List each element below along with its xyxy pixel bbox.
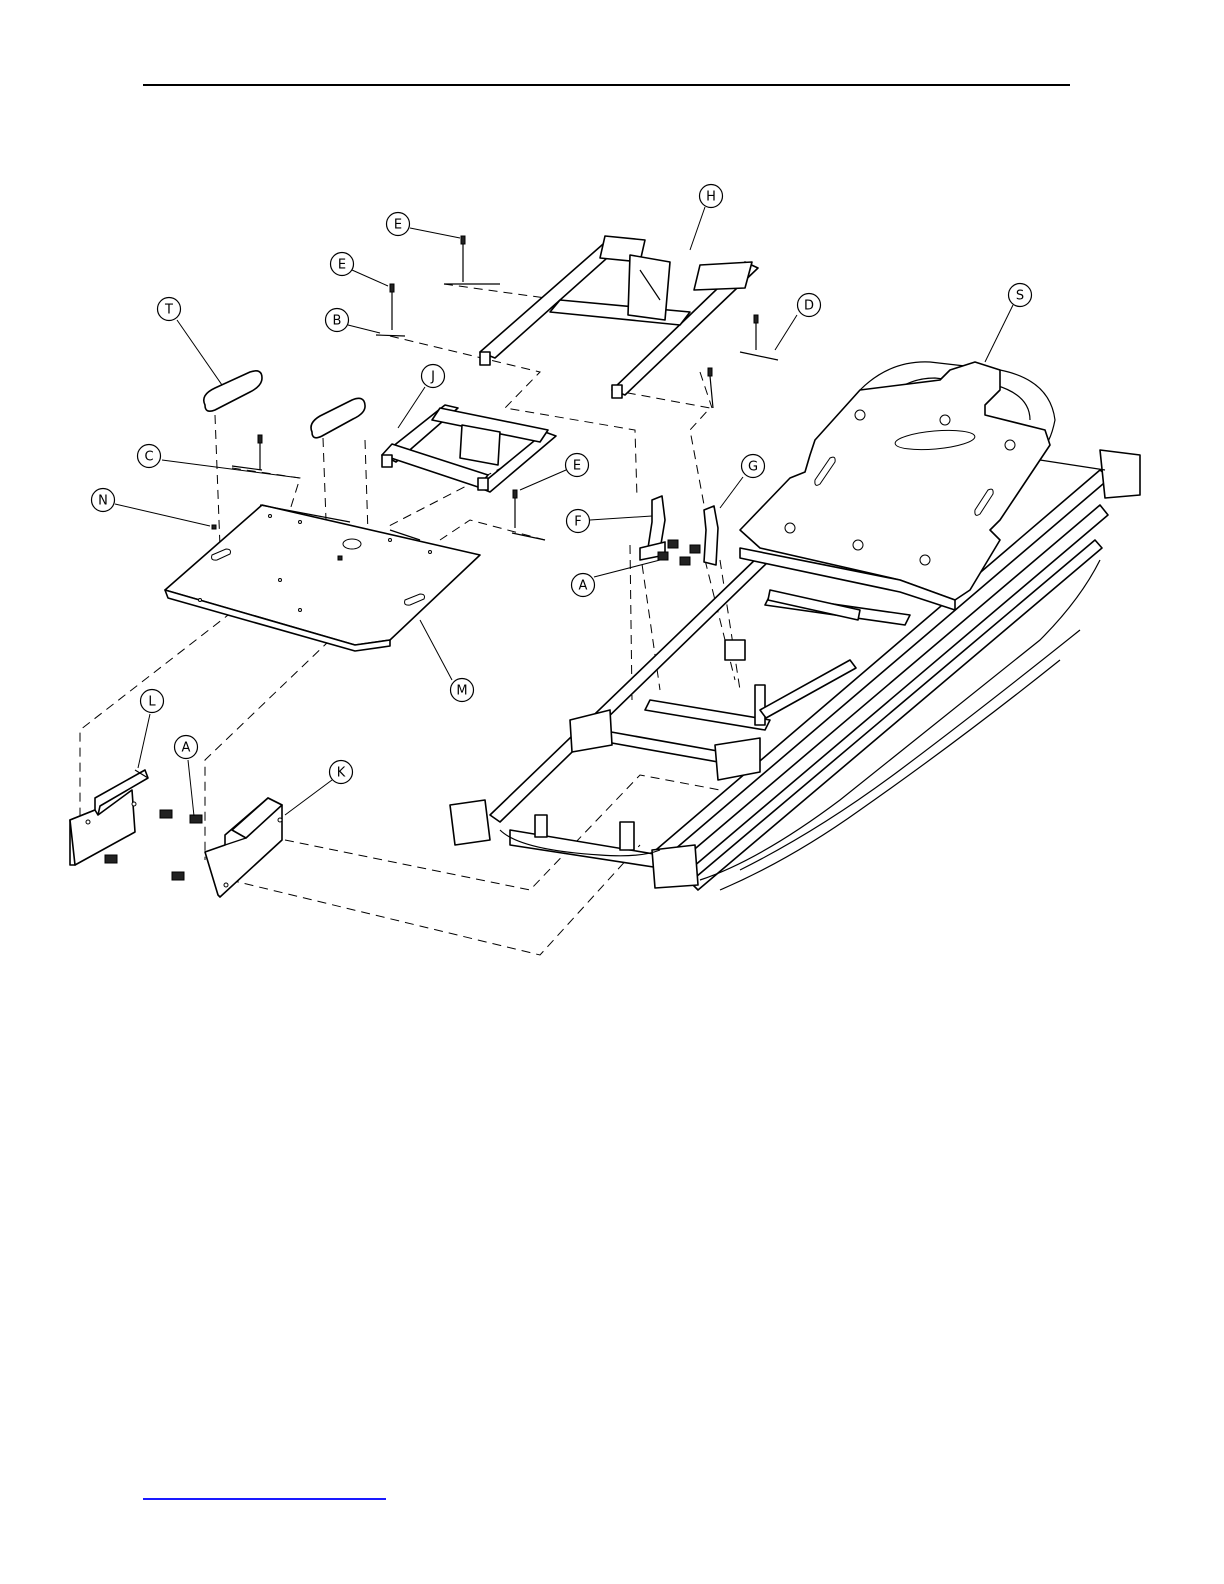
part-s-head-section	[740, 362, 1055, 610]
callout-N: N	[92, 489, 115, 512]
callout-label: F	[574, 515, 581, 530]
callout-C: C	[138, 445, 161, 468]
callout-label: E	[338, 258, 346, 273]
callout-B: B	[326, 309, 349, 332]
callout-H: H	[700, 185, 723, 208]
callout-label: L	[148, 695, 156, 710]
callout-label: C	[144, 450, 153, 465]
callout-K: K	[330, 761, 353, 784]
callout-E3: E	[566, 454, 589, 477]
part-l-bracket	[70, 770, 148, 865]
callout-T: T	[158, 298, 181, 321]
callout-D: D	[798, 294, 821, 317]
callout-E2: E	[331, 253, 354, 276]
callout-label: E	[573, 459, 581, 474]
callout-M: M	[451, 679, 474, 702]
callout-label: E	[394, 218, 402, 233]
part-k-bracket	[205, 798, 282, 897]
callout-label: A	[182, 741, 191, 756]
callout-label: D	[804, 299, 814, 314]
part-h-upper-frame	[480, 236, 758, 398]
callout-A2: A	[175, 736, 198, 759]
callout-label: S	[1016, 289, 1024, 304]
callout-E1: E	[387, 213, 410, 236]
part-m-seat-plate	[165, 505, 480, 651]
callout-label: K	[337, 766, 346, 781]
callout-label: B	[333, 314, 342, 329]
callout-A1: A	[572, 574, 595, 597]
part-t-pads	[204, 371, 365, 438]
callout-label: H	[706, 190, 716, 205]
callout-label: N	[98, 494, 108, 509]
callout-G: G	[742, 455, 765, 478]
callout-label: G	[748, 460, 758, 475]
callout-label: M	[456, 684, 467, 699]
callout-label: A	[579, 579, 588, 594]
callout-J: J	[422, 365, 445, 388]
part-j-lower-frame	[382, 405, 556, 492]
callout-F: F	[567, 510, 590, 533]
callout-label: T	[164, 303, 173, 318]
part-f-g-brackets	[640, 496, 718, 565]
callout-L: L	[141, 690, 164, 713]
callout-label: J	[430, 370, 435, 385]
callout-S: S	[1009, 284, 1032, 307]
footer-link-rule[interactable]	[143, 1498, 386, 1500]
